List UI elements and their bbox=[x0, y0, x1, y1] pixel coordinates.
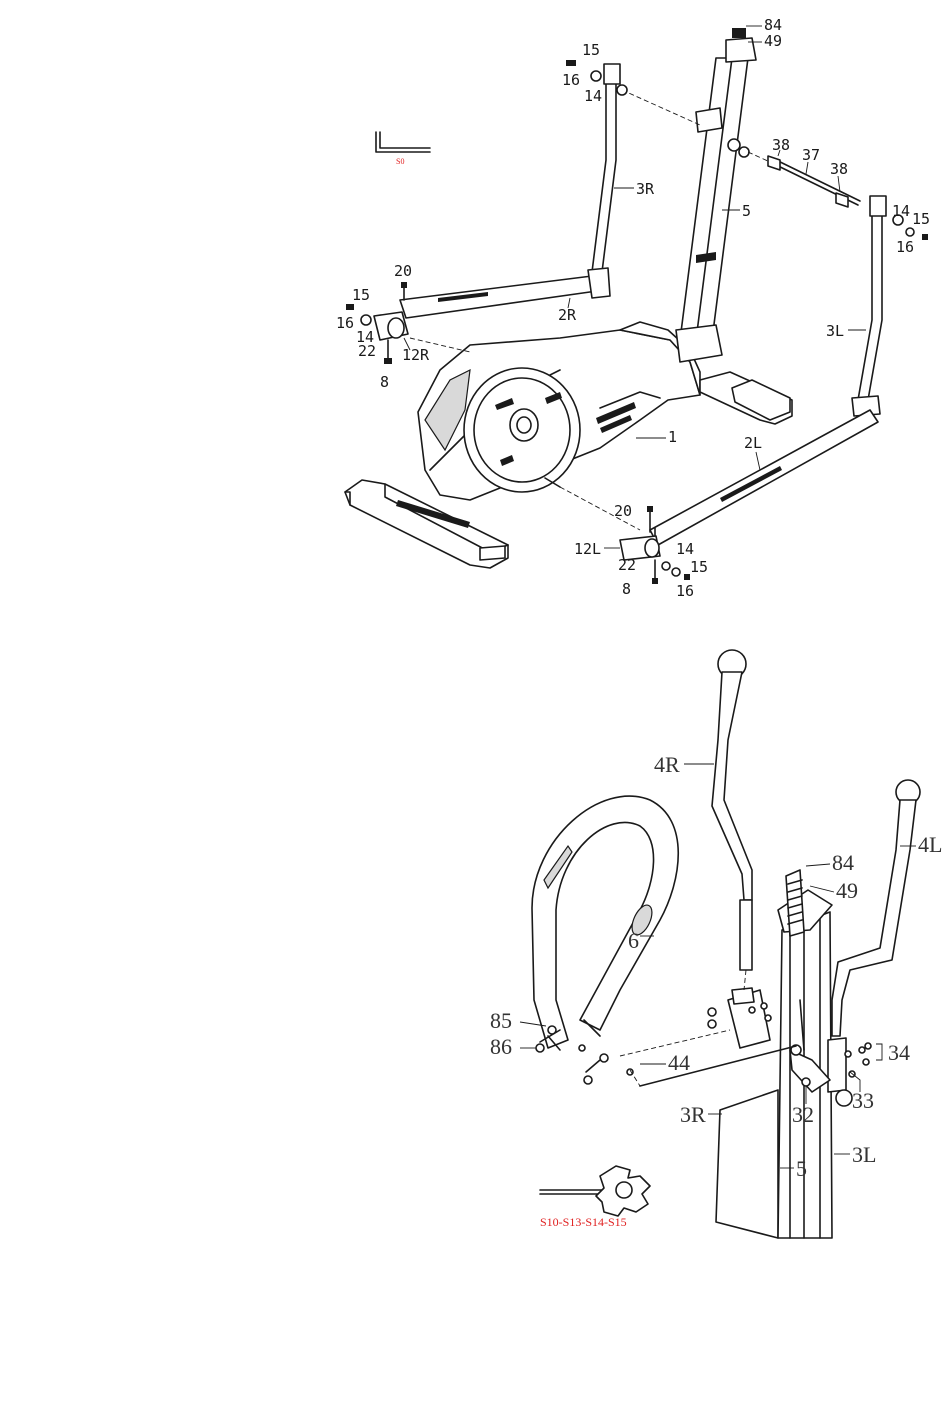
label-84: 84 bbox=[832, 850, 854, 875]
label-15d: 15 bbox=[690, 558, 708, 576]
arm-3l: 14 15 16 3L bbox=[826, 196, 930, 416]
label-12l: 12L bbox=[574, 540, 601, 558]
label-8a: 8 bbox=[380, 373, 389, 391]
label-15b: 15 bbox=[912, 210, 930, 228]
axle-part37: 38 37 38 bbox=[748, 136, 860, 207]
label-20b: 20 bbox=[614, 502, 632, 520]
label-14a: 14 bbox=[584, 87, 602, 105]
label-2r: 2R bbox=[558, 306, 577, 324]
label-16d: 16 bbox=[676, 582, 694, 600]
post-and-lower-arms: 84 49 34 33 32 3R 5 3L bbox=[680, 850, 910, 1238]
label-5: 5 bbox=[742, 202, 751, 220]
label-4r: 4R bbox=[654, 752, 680, 777]
label-38b: 38 bbox=[830, 160, 848, 178]
rear-stabilizer bbox=[700, 372, 792, 424]
label-4l: 4L bbox=[918, 832, 942, 857]
label-16b: 16 bbox=[896, 238, 914, 256]
label-34: 34 bbox=[888, 1040, 910, 1065]
label-22a: 22 bbox=[358, 342, 376, 360]
handlebar-4l: 4L bbox=[832, 780, 942, 1036]
label-2l: 2L bbox=[744, 434, 762, 452]
label-14d: 14 bbox=[676, 540, 694, 558]
label-86: 86 bbox=[490, 1034, 512, 1059]
main-post-part5: 5 84 49 bbox=[676, 16, 782, 362]
frame-assembly-figure: S0 1 bbox=[336, 16, 930, 600]
label-6: 6 bbox=[628, 928, 639, 953]
pedal-arm-2l: 2L bbox=[650, 410, 878, 545]
allen-key-tool-s0: S0 bbox=[376, 132, 430, 166]
label-20a: 20 bbox=[394, 262, 412, 280]
label-16c: 16 bbox=[336, 314, 354, 332]
label-32: 32 bbox=[792, 1102, 814, 1127]
label-15a: 15 bbox=[582, 41, 600, 59]
pedal-arm-2r: 2R bbox=[400, 268, 610, 324]
label-3l: 3L bbox=[826, 322, 844, 340]
label-85: 85 bbox=[490, 1008, 512, 1033]
label-8b: 8 bbox=[622, 580, 631, 598]
label-49: 49 bbox=[764, 32, 782, 50]
label-49: 49 bbox=[836, 878, 858, 903]
label-38a: 38 bbox=[772, 136, 790, 154]
label-14b: 14 bbox=[892, 202, 910, 220]
label-33: 33 bbox=[852, 1088, 874, 1113]
label-15c: 15 bbox=[352, 286, 370, 304]
label-37: 37 bbox=[802, 146, 820, 164]
label-5: 5 bbox=[796, 1156, 807, 1181]
label-44: 44 bbox=[668, 1050, 690, 1075]
tool-label-s0: S0 bbox=[396, 157, 404, 166]
label-22b: 22 bbox=[618, 556, 636, 574]
label-12r: 12R bbox=[402, 346, 430, 364]
label-3r: 3R bbox=[680, 1102, 706, 1127]
label-3l: 3L bbox=[852, 1142, 876, 1167]
handlebar-assembly-figure: 84 49 34 33 32 3R 5 3L 4R bbox=[490, 650, 942, 1238]
label-1: 1 bbox=[668, 428, 677, 446]
multi-wrench-tool: S10-S13-S14-S15 bbox=[540, 1166, 650, 1229]
label-16a: 16 bbox=[562, 71, 580, 89]
tool-label-multi-wrench: S10-S13-S14-S15 bbox=[540, 1215, 627, 1229]
main-frame-housing: 1 bbox=[418, 322, 700, 500]
arm-3r: 15 16 14 3R bbox=[562, 41, 700, 272]
label-3r: 3R bbox=[636, 180, 655, 198]
